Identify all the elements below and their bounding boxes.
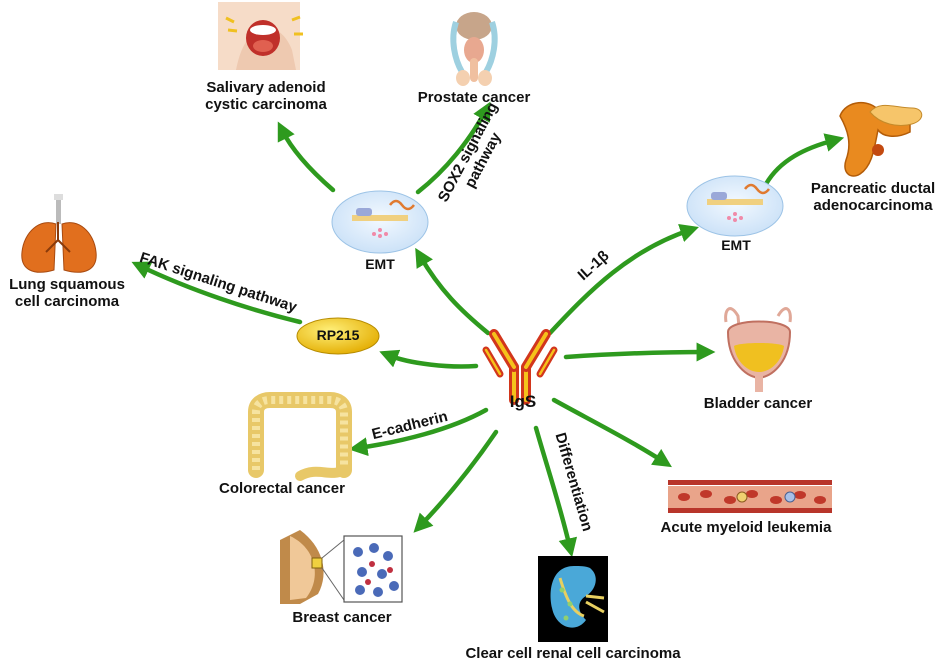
igs-label: IgS [509, 392, 537, 411]
arrow-emt-to-salivary [277, 121, 336, 193]
arrow-igs-to-rp215 [379, 349, 479, 369]
rp215-node [296, 317, 380, 355]
colorectal-label: Colorectal cancer [219, 480, 345, 497]
bladder-icon [724, 307, 792, 392]
arrow-igs-to-colorectal [348, 407, 489, 457]
lung-label: Lung squamous cell carcinoma [9, 276, 125, 311]
pancreas-icon [839, 102, 923, 177]
kidney-icon [538, 556, 608, 642]
rp215-label: RP215 [316, 327, 360, 343]
emt-cell-icon [331, 190, 429, 254]
breast-icon [280, 530, 403, 604]
prostate-icon [450, 12, 498, 86]
lung-icon [21, 194, 97, 273]
emt-cell-icon [686, 175, 784, 237]
emt-left-label: EMT [365, 256, 395, 272]
aml-label: Acute myeloid leukemia [660, 519, 832, 536]
mouth-icon [218, 2, 303, 70]
ccrcc-label: Clear cell renal cell carcinoma [465, 645, 681, 662]
arrow-igs-to-bladder [563, 342, 716, 362]
arrow-igs-to-aml [551, 397, 672, 468]
arrow-emt-to-pancreatic [763, 133, 845, 187]
pancreatic-label: Pancreatic ductal adenocarcinoma [810, 180, 936, 215]
colon-icon [248, 392, 352, 481]
arrow-emt-to-prostate [415, 101, 491, 195]
salivary-label: Salivary adenoid cystic carcinoma [205, 79, 327, 114]
prostate-label: Prostate cancer [417, 89, 531, 106]
arrow-igs-to-breast [413, 429, 499, 533]
antibody-icon [482, 329, 558, 405]
bladder-label: Bladder cancer [703, 395, 813, 412]
arrow-igs-to-ccrcc [533, 425, 578, 558]
arrows [131, 101, 845, 558]
emt-right-label: EMT [721, 237, 751, 253]
breast-label: Breast cancer [292, 609, 392, 626]
blood-vessel-icon [668, 480, 832, 513]
arrow-igs-to-emt-left [415, 247, 491, 336]
arrow-rp215-to-lung [131, 261, 303, 325]
arrow-igs-to-emt-right [547, 224, 699, 336]
